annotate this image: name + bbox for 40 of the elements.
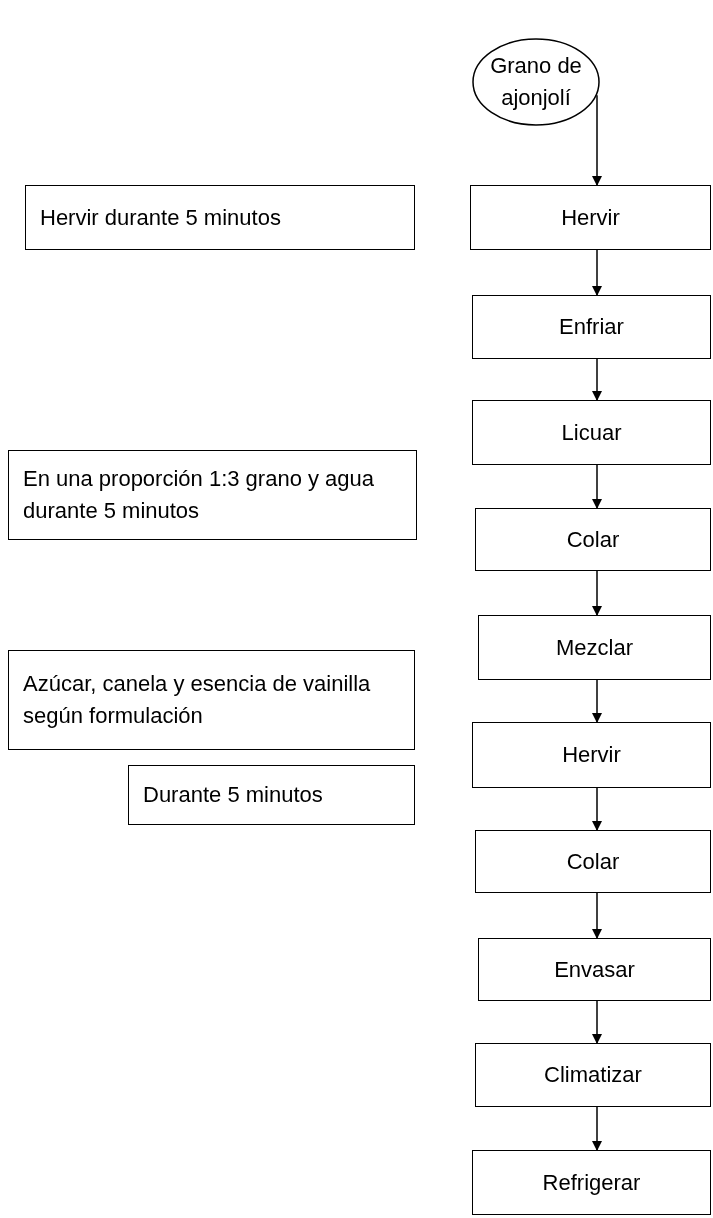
arrow — [592, 249, 602, 296]
step-label: Grano de ajonjolí — [489, 52, 583, 112]
step-label: Refrigerar — [542, 1169, 641, 1196]
arrow — [592, 679, 602, 723]
process-box — [478, 938, 711, 1001]
arrow — [592, 94, 602, 186]
arrow — [592, 358, 602, 401]
arrow — [592, 570, 602, 616]
process-box — [475, 830, 711, 893]
arrow — [592, 787, 602, 831]
note-text: Azúcar, canela y esencia de vainilla según formulación — [23, 670, 372, 730]
step-label: Mezclar — [556, 634, 633, 661]
step-label: Licuar — [561, 419, 622, 446]
process-box — [472, 400, 711, 465]
process-box — [472, 295, 711, 359]
process-box — [475, 508, 711, 571]
arrow — [592, 1000, 602, 1044]
process-box — [470, 185, 711, 250]
note-text: En una proporción 1:3 grano y agua durante 5 minutos — [23, 465, 376, 525]
note-box — [128, 765, 415, 825]
process-box — [478, 615, 711, 680]
arrow — [592, 1106, 602, 1151]
step-label: Enfriar — [559, 314, 624, 340]
step-label: Hervir — [562, 742, 621, 768]
arrow — [592, 892, 602, 939]
note-text: Hervir durante 5 minutos — [40, 203, 281, 232]
step-label: Hervir — [561, 204, 620, 231]
process-box — [472, 1150, 711, 1215]
start-ellipse — [472, 38, 600, 126]
step-label: Climatizar — [544, 1062, 642, 1088]
step-label: Colar — [566, 526, 620, 553]
arrow — [592, 464, 602, 509]
step-label: Colar — [566, 848, 620, 875]
note-box — [8, 450, 417, 540]
process-box — [475, 1043, 711, 1107]
note-box — [8, 650, 415, 750]
process-box — [472, 722, 711, 788]
step-label: Envasar — [554, 956, 635, 983]
note-text: Durante 5 minutos — [143, 781, 323, 810]
note-box — [25, 185, 415, 250]
